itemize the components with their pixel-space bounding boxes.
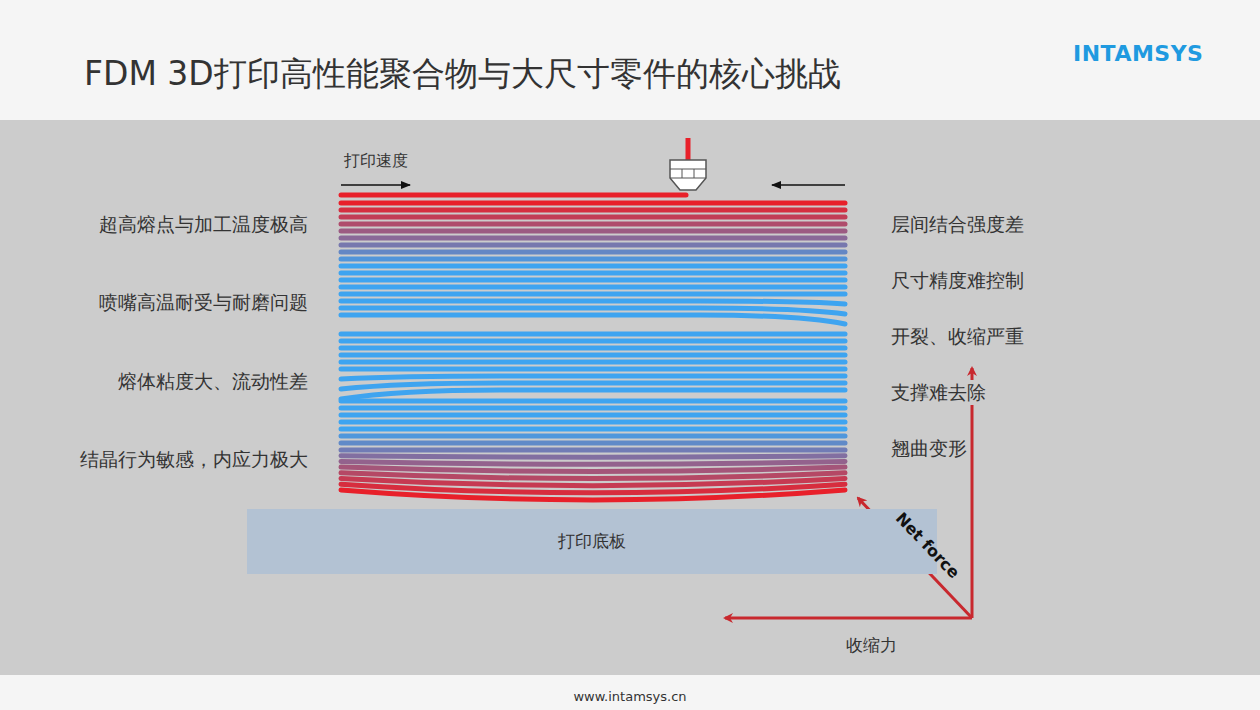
layer-stroke [341,456,845,457]
speed-arrow [341,184,410,186]
defect-note: 开裂、收缩严重 [889,324,1026,349]
layer-stroke [341,406,845,411]
layer-stroke [341,250,845,255]
layer-stroke [341,208,845,213]
defect-note: 支撑难去除 [889,380,988,405]
layer-stroke [341,448,845,453]
shrink-arrow [725,617,972,620]
layer-stroke [341,353,845,358]
layer-stroke [341,376,845,379]
brand-logo: INTAMSYS [1073,40,1203,69]
layer-stroke [341,215,845,220]
layer-stroke [341,479,845,486]
challenge-note: 超高熔点与加工温度极高 [99,212,308,237]
layer-stroke [341,243,845,248]
layer-stroke [341,264,845,269]
layer-stroke [341,292,845,297]
layer-stroke [341,461,845,464]
layer-stroke [341,413,845,418]
footer-url: www.intamsys.cn [573,689,686,706]
challenge-note: 喷嘴高温耐受与耐磨问题 [99,290,308,315]
speed-label: 打印速度 [344,151,408,172]
page-title: FDM 3D打印高性能聚合物与大尺寸零件的核心挑战 [84,52,841,97]
defect-note: 尺寸精度难控制 [889,268,1026,293]
defect-note: 层间结合强度差 [889,212,1026,237]
layer-stroke [341,367,845,372]
layer-stroke [341,257,845,262]
printed-layers [341,195,845,500]
layer-stroke [341,467,845,471]
print-bed: 打印底板 [247,509,937,574]
layer-stroke [341,271,845,276]
filament [686,138,691,162]
layer-stroke [341,399,845,404]
bed-label: 打印底板 [558,530,626,553]
layer-stroke [341,315,845,324]
layer-stroke [341,285,845,290]
defect-note: 翘曲变形 [889,436,969,461]
layer-stroke [341,490,845,500]
layer-stroke [341,332,845,337]
challenge-note: 结晶行为敏感，内应力极大 [80,447,308,472]
layer-stroke [341,201,845,206]
layer-stroke [341,420,845,425]
speed-arrow [772,184,845,186]
layer-stroke [341,390,845,399]
layer-stroke [341,193,686,198]
layer-stroke [341,222,845,227]
layer-stroke [341,434,845,439]
lift-arrow [971,368,974,618]
layer-stroke [341,339,845,344]
nozzle [670,160,706,190]
layer-stroke [341,236,845,241]
force-label: 收缩力 [846,634,897,656]
challenge-note: 熔体粘度大、流动性差 [118,369,308,394]
layer-stroke [341,278,845,283]
layer-stroke [341,484,845,493]
layer-stroke [341,473,845,479]
layer-stroke [341,441,845,446]
layer-stroke [341,427,845,432]
layer-stroke [341,360,845,365]
layer-stroke [341,301,845,304]
layer-stroke [341,346,845,351]
layer-stroke [341,229,845,234]
